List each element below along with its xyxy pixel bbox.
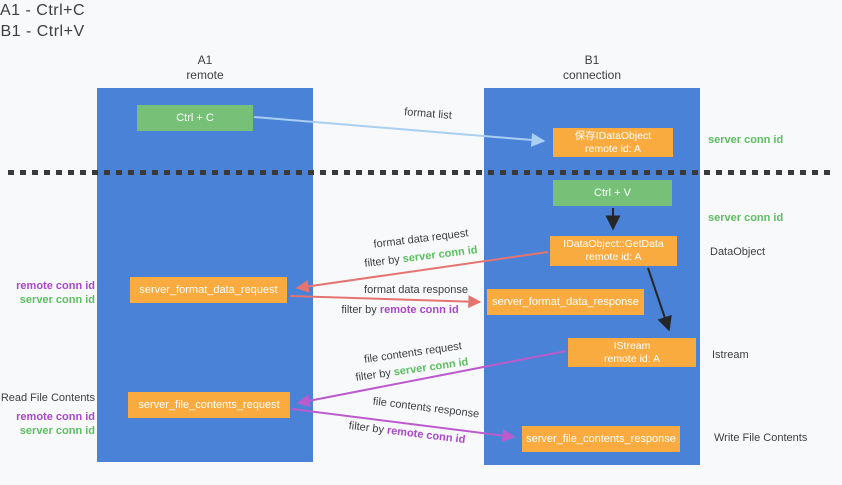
label-filter-remote-conn-2: filter by remote conn id bbox=[343, 419, 472, 447]
node-server-format-data-request: server_format_data_request bbox=[130, 277, 287, 303]
label-format-data-response: format data response bbox=[364, 284, 468, 296]
node-istream: IStream remote id: A bbox=[568, 338, 696, 367]
node-ctrl-v: Ctrl + V bbox=[553, 180, 672, 206]
left-label-remote-conn-id-1: remote conn id bbox=[16, 280, 95, 292]
node-server-format-data-request-label: server_format_data_request bbox=[139, 284, 278, 296]
filter-by-text: filter by bbox=[363, 253, 404, 270]
column-b1-name: B1 bbox=[584, 53, 600, 67]
right-label-istream: Istream bbox=[712, 349, 749, 361]
arrow-format-data-response bbox=[289, 295, 482, 309]
node-server-format-data-response-label: server_format_data_response bbox=[492, 296, 639, 308]
node-idataobject-getdata-line1: IDataObject::GetData bbox=[563, 238, 664, 250]
node-idataobject-getdata: IDataObject::GetData remote id: A bbox=[550, 236, 677, 266]
node-server-file-contents-response-label: server_file_contents_response bbox=[526, 433, 676, 445]
right-label-server-conn-id-1: server conn id bbox=[708, 134, 784, 146]
column-b1-role: connection bbox=[562, 68, 622, 82]
label-format-list: format list bbox=[403, 106, 453, 122]
left-label-server-conn-id-1: server conn id bbox=[19, 294, 95, 306]
label-file-contents-response: file contents response bbox=[372, 395, 480, 421]
node-istream-line1: IStream bbox=[613, 339, 651, 352]
node-save-idataobject-line1: 保存IDataObject bbox=[574, 129, 652, 142]
right-label-server-conn-id-2: server conn id bbox=[708, 212, 784, 224]
node-idataobject-getdata-line2: remote id: A bbox=[585, 251, 642, 263]
filter-by-text: filter by bbox=[348, 419, 388, 437]
label-filter-remote-conn-1: filter by remote conn id bbox=[338, 304, 462, 316]
column-header-b1: B1 connection bbox=[484, 53, 700, 83]
filter-by-text: filter by bbox=[354, 366, 395, 384]
diagram-title: A1 - Ctrl+C B1 - Ctrl+V bbox=[0, 0, 85, 42]
title-line-2: B1 - Ctrl+V bbox=[0, 23, 85, 40]
column-a1-role: remote bbox=[186, 68, 224, 82]
title-line-1: A1 - Ctrl+C bbox=[0, 2, 86, 19]
right-label-write-file-contents: Write File Contents bbox=[714, 432, 808, 444]
left-label-remote-conn-id-2: remote conn id bbox=[16, 411, 95, 423]
remote-conn-id-text: remote conn id bbox=[386, 424, 466, 447]
node-server-file-contents-request: server_file_contents_request bbox=[128, 392, 290, 418]
node-ctrl-c-label: Ctrl + C bbox=[176, 112, 214, 124]
server-conn-id-text: server conn id bbox=[402, 244, 479, 266]
left-label-server-conn-id-2: server conn id bbox=[19, 425, 95, 437]
left-label-read-file-contents: Read File Contents bbox=[0, 392, 95, 404]
node-server-file-contents-request-label: server_file_contents_request bbox=[138, 399, 280, 411]
column-header-a1: A1 remote bbox=[97, 53, 313, 83]
node-ctrl-c: Ctrl + C bbox=[137, 105, 253, 131]
node-save-idataobject: 保存IDataObject remote id: A bbox=[553, 128, 673, 157]
node-save-idataobject-line2: remote id: A bbox=[584, 142, 642, 155]
column-a1-name: A1 bbox=[197, 53, 213, 67]
node-istream-line2: remote id: A bbox=[603, 352, 661, 365]
dashed-separator bbox=[8, 170, 835, 175]
node-server-format-data-response: server_format_data_response bbox=[487, 289, 644, 315]
node-ctrl-v-label: Ctrl + V bbox=[594, 187, 631, 199]
right-label-dataobject: DataObject bbox=[710, 246, 766, 258]
filter-by-text: filter by bbox=[341, 304, 380, 316]
node-server-file-contents-response: server_file_contents_response bbox=[522, 426, 680, 452]
remote-conn-id-text: remote conn id bbox=[379, 304, 459, 316]
